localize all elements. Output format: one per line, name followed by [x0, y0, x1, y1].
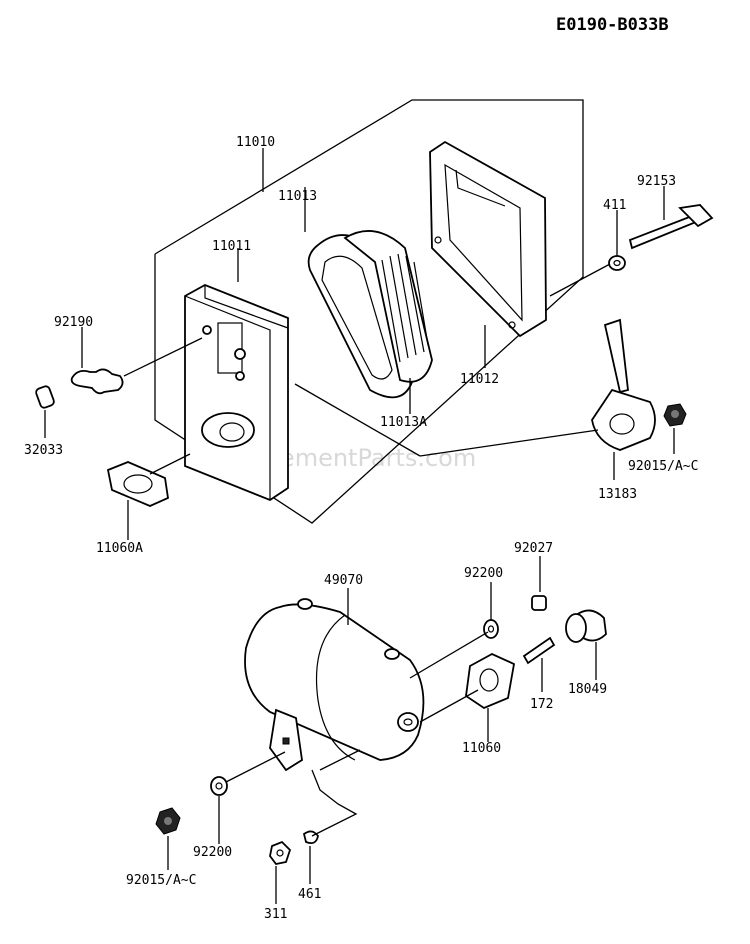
washer-411-part[interactable]	[608, 255, 626, 271]
label-311: 311	[264, 907, 287, 922]
leader-lines	[44, 186, 675, 904]
collar-92027-part[interactable]	[531, 595, 547, 611]
nut-92015-bottom-part[interactable]	[155, 807, 181, 835]
air-cleaner-cover-part[interactable]	[429, 140, 547, 338]
gasket-11060-part[interactable]	[465, 652, 516, 710]
label-92015-top: 92015/A~C	[628, 459, 698, 474]
label-32033: 32033	[24, 443, 63, 458]
label-11012: 11012	[460, 372, 499, 387]
wing-bolt-part[interactable]	[628, 204, 714, 250]
washer-92200-top-part[interactable]	[483, 619, 499, 639]
air-filter-element-part[interactable]	[307, 230, 433, 399]
label-11013: 11013	[278, 189, 317, 204]
lock-washer-461-part[interactable]	[302, 830, 319, 845]
label-11060: 11060	[462, 741, 501, 756]
washer-92200-bottom-part[interactable]	[210, 776, 228, 796]
label-92027: 92027	[514, 541, 553, 556]
stud-bolt-172-part[interactable]	[522, 636, 556, 665]
label-92190: 92190	[54, 315, 93, 330]
nut-311-part[interactable]	[269, 840, 292, 865]
breather-hose-part[interactable]	[70, 368, 124, 395]
pipe-32033-part[interactable]	[35, 385, 55, 409]
label-11060a: 11060A	[96, 541, 143, 556]
label-92153: 92153	[637, 174, 676, 189]
label-18049: 18049	[568, 682, 607, 697]
label-461: 461	[298, 887, 321, 902]
assembly-bracket-11010	[154, 99, 584, 524]
label-49070: 49070	[324, 573, 363, 588]
part-labels: 11010 11013 11011 92190 32033 11060A 110…	[24, 135, 698, 922]
bracket-13183-part[interactable]	[591, 318, 656, 451]
nut-92015-top-part[interactable]	[663, 403, 687, 427]
label-13183: 13183	[598, 487, 637, 502]
label-92200-top: 92200	[464, 566, 503, 581]
label-92200-bottom: 92200	[193, 845, 232, 860]
label-411: 411	[603, 198, 626, 213]
muffler-49070-part[interactable]	[244, 598, 425, 772]
label-11013a: 11013A	[380, 415, 427, 430]
label-92015-bottom: 92015/A~C	[126, 873, 196, 888]
diagram-code: E0190-B033B	[556, 15, 669, 35]
label-172: 172	[530, 697, 553, 712]
air-cleaner-base-part[interactable]	[184, 284, 289, 502]
label-11011: 11011	[212, 239, 251, 254]
label-11010: 11010	[236, 135, 275, 150]
gasket-11060a-part[interactable]	[106, 461, 169, 507]
cap-18049-part[interactable]	[565, 609, 607, 643]
